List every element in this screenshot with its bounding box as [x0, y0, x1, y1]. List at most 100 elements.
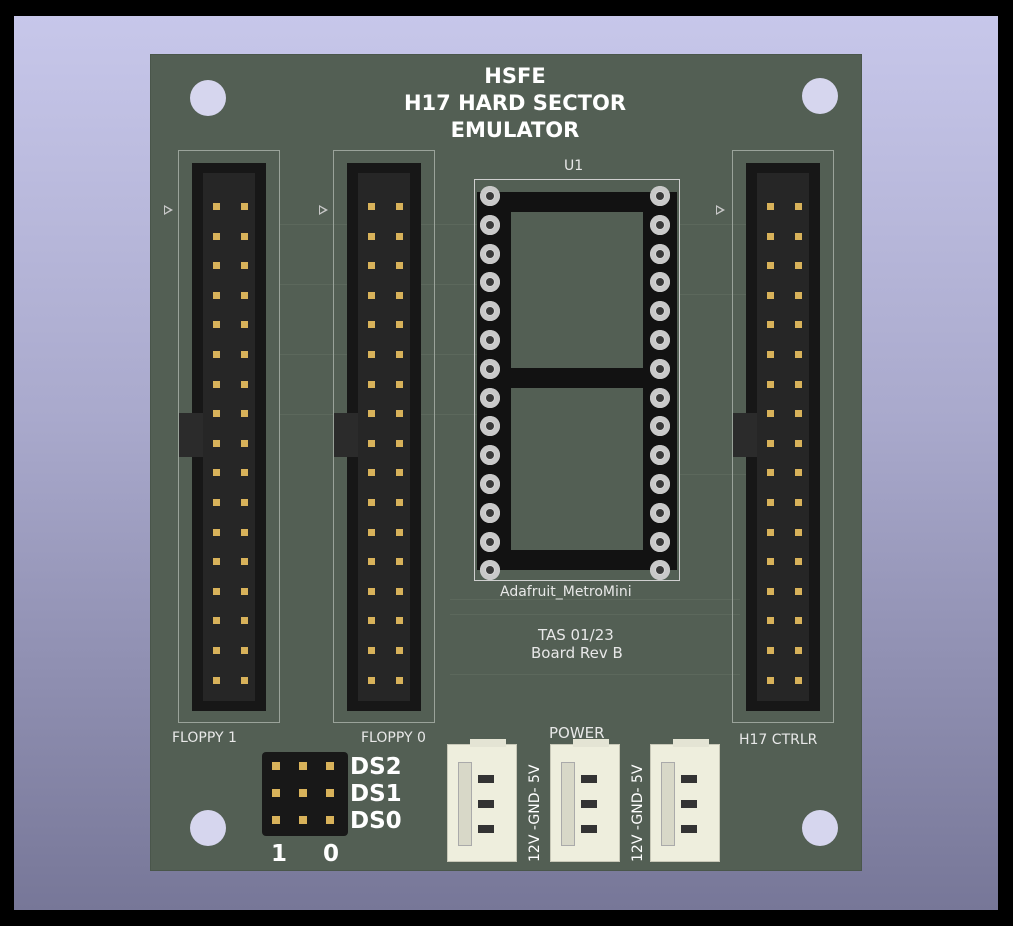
socket-pin [480, 387, 500, 408]
header-pin [213, 439, 220, 447]
u1-reference: U1 [564, 158, 584, 174]
board-title-line2: H17 HARD SECTOR [403, 91, 627, 115]
h17-ctrlr-header [732, 150, 834, 723]
ctrlr-label: H17 CTRLR [739, 732, 818, 748]
header-pin [795, 617, 802, 625]
revision-line2: Board Rev B [531, 644, 623, 662]
socket-pin [650, 243, 670, 264]
header-pin [213, 676, 220, 684]
header-pin [396, 558, 403, 566]
socket-pin [650, 301, 670, 322]
socket-pin [480, 330, 500, 350]
header-pin [795, 351, 802, 358]
header-pin [795, 203, 802, 210]
jumper-pin [326, 816, 334, 824]
header-pin [767, 321, 774, 329]
header-pin [767, 351, 774, 358]
socket-pin [650, 186, 670, 206]
board-title-line1: HSFE [484, 64, 546, 88]
socket-pin [480, 301, 500, 322]
header-pin [396, 203, 403, 210]
header-pin [396, 587, 403, 595]
header-pin [396, 528, 403, 536]
jumper-pin [272, 789, 280, 797]
header-pin [241, 469, 248, 477]
header-pin [767, 410, 774, 418]
floppy1-pin-grid [203, 173, 255, 701]
header-pin [767, 232, 774, 240]
header-pin [368, 647, 375, 654]
header-pin [368, 499, 375, 506]
header-pin [368, 232, 375, 240]
header-pin [396, 262, 403, 270]
floppy1-pin1-marker [164, 205, 173, 215]
ds-col-1-label: 1 [271, 841, 288, 867]
header-pin [241, 587, 248, 595]
ds-col-0-label: 0 [323, 841, 340, 867]
jumper-pin [299, 762, 307, 770]
header-pin [767, 617, 774, 625]
header-pin [241, 203, 248, 210]
power-pinout-label-a: 12V -GND- 5V [527, 764, 543, 863]
header-pin [767, 676, 774, 684]
header-pin [767, 262, 774, 270]
jumper-pin [326, 789, 334, 797]
jumper-pin [326, 762, 334, 770]
socket-pin [480, 243, 500, 264]
header-pin [368, 410, 375, 418]
ctrlr-pin1-marker [716, 205, 725, 215]
header-pin [241, 439, 248, 447]
header-pin [213, 203, 220, 210]
header-pin [767, 499, 774, 506]
header-pin [368, 262, 375, 270]
header-pin [795, 499, 802, 506]
header-pin [241, 528, 248, 536]
header-pin [795, 262, 802, 270]
socket-pin [650, 560, 670, 581]
header-pin [213, 647, 220, 654]
header-pin [795, 469, 802, 477]
socket-pin [480, 560, 500, 581]
floppy0-label: FLOPPY 0 [361, 730, 426, 746]
header-pin [396, 676, 403, 684]
header-pin [368, 439, 375, 447]
socket-pin [480, 186, 500, 206]
socket-pin [480, 445, 500, 466]
header-pin [213, 558, 220, 566]
u1-socket [474, 179, 680, 581]
power-connector-1 [447, 739, 517, 862]
header-pin [213, 380, 220, 388]
header-pin [795, 380, 802, 388]
header-pin [368, 380, 375, 388]
header-pin [241, 351, 248, 358]
header-pin [368, 528, 375, 536]
header-pin [767, 469, 774, 477]
header-pin [213, 499, 220, 506]
header-pin [213, 321, 220, 329]
jumper-pin [299, 789, 307, 797]
header-pin [241, 499, 248, 506]
header-pin [396, 410, 403, 418]
socket-pin [650, 387, 670, 408]
power-connector-2 [550, 739, 620, 862]
3d-viewer-canvas[interactable]: HSFE H17 HARD SECTOR EMULATOR FLOPPY 1 F… [14, 16, 998, 910]
header-pin [767, 439, 774, 447]
mounting-hole-bottom-right [802, 810, 838, 846]
header-pin [795, 321, 802, 329]
header-pin [368, 469, 375, 477]
header-pin [767, 647, 774, 654]
header-pin [396, 647, 403, 654]
socket-pin [480, 214, 500, 235]
header-pin [767, 203, 774, 210]
header-pin [241, 647, 248, 654]
header-pin [396, 439, 403, 447]
socket-pin [480, 531, 500, 552]
socket-pin [650, 214, 670, 235]
socket-pin [650, 445, 670, 466]
power-pinout-label-b: 12V -GND- 5V [630, 764, 646, 863]
header-pin [241, 321, 248, 329]
header-pin [396, 291, 403, 299]
header-pin [213, 262, 220, 270]
ctrlr-pin-grid [757, 173, 809, 701]
mounting-hole-top-left [190, 80, 226, 116]
